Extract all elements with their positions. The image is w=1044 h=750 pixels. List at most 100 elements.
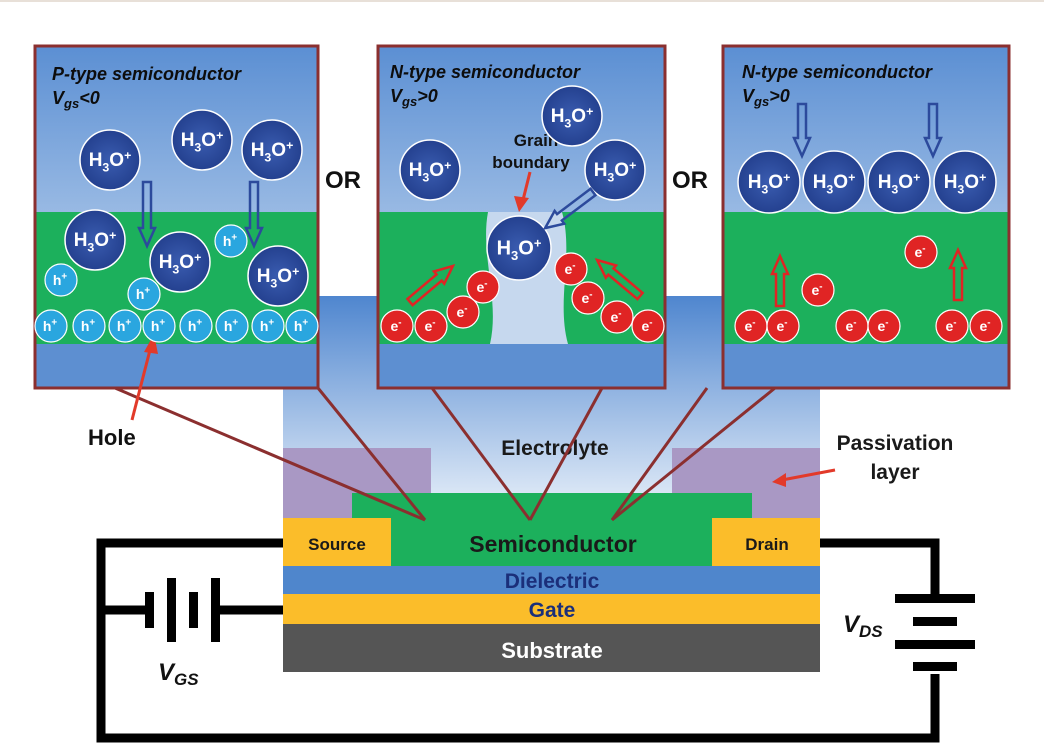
panel-3-ion-1-circle bbox=[737, 150, 801, 214]
panel-2-electron-3: e- bbox=[446, 295, 480, 329]
panel-1-ion-6-circle bbox=[247, 245, 309, 307]
vgs-battery bbox=[145, 578, 220, 642]
panel-1-hole-5: h+ bbox=[72, 309, 106, 343]
panel-1-ion-5: H3O+ bbox=[149, 231, 211, 293]
panel-1-hole-10: h+ bbox=[251, 309, 285, 343]
vds-plate-4 bbox=[913, 662, 957, 671]
panel-2-ion-2-label: H3O+ bbox=[551, 104, 594, 130]
source-label: Source bbox=[308, 535, 366, 554]
panel-3-ion-3-label: H3O+ bbox=[878, 170, 921, 196]
panel-2-electron-1: e- bbox=[380, 309, 414, 343]
panel-3-ion-4: H3O+ bbox=[933, 150, 997, 214]
panel-1-condition: Vgs<0 bbox=[52, 88, 100, 111]
drain-electrode bbox=[712, 518, 820, 566]
panel-1-border bbox=[33, 44, 320, 390]
vgs-label: VGS bbox=[158, 659, 199, 689]
panel-3-arrow-ion-1 bbox=[792, 102, 812, 160]
panel-2-electron-7-circle bbox=[600, 300, 634, 334]
panel-3-ion-2: H3O+ bbox=[802, 150, 866, 214]
panel-3-electron-1-circle bbox=[801, 273, 835, 307]
vds-label: VDS bbox=[843, 611, 883, 641]
panel-3-electron-7: e- bbox=[935, 309, 969, 343]
panel-2-dielectric bbox=[378, 344, 665, 388]
gate-label: Gate bbox=[529, 599, 576, 622]
panel-2-border bbox=[376, 44, 667, 390]
panel-3-electron-5: e- bbox=[835, 309, 869, 343]
panel-3-electron-6-circle bbox=[867, 309, 901, 343]
panel-3-electron-8: e- bbox=[969, 309, 1003, 343]
panel-1-ion-1-label: H3O+ bbox=[89, 148, 132, 174]
panel-2-electron-4: e- bbox=[466, 270, 500, 304]
panel-1-hole-6-circle bbox=[108, 309, 142, 343]
substrate-layer bbox=[283, 624, 820, 672]
panel-1-hole-1: h+ bbox=[44, 263, 78, 297]
vds-plate-1 bbox=[895, 594, 975, 603]
panel-1-hole-10-label: h+ bbox=[260, 317, 275, 334]
panel-1-ion-3-circle bbox=[241, 119, 303, 181]
panel-1-hole-3-label: h+ bbox=[223, 232, 238, 249]
panel-1-hole-1-label: h+ bbox=[53, 271, 68, 288]
panel-2-ion-3-circle bbox=[584, 139, 646, 201]
panel-1-hole-5-circle bbox=[72, 309, 106, 343]
panel-1-hole-9-circle bbox=[215, 309, 249, 343]
panel-2-electron-5-label: e- bbox=[564, 260, 575, 277]
panel-3-electron-2: e- bbox=[904, 235, 938, 269]
panel-3-electron-1-label: e- bbox=[811, 281, 822, 298]
panel-1-hole-7: h+ bbox=[142, 309, 176, 343]
panel-1-hole-10-circle bbox=[251, 309, 285, 343]
panel-3-ion-4-circle bbox=[933, 150, 997, 214]
panel-2-electron-2-circle bbox=[414, 309, 448, 343]
panel-2-electron-1-label: e- bbox=[390, 317, 401, 334]
electrolyte-label: Electrolyte bbox=[501, 437, 608, 460]
panel-1-hole-11-circle bbox=[285, 309, 319, 343]
panel-1-hole-4-circle bbox=[34, 309, 68, 343]
passivation-pointer-head bbox=[772, 473, 786, 487]
panel-2-ion-1-circle bbox=[399, 139, 461, 201]
panel-3-ion-3: H3O+ bbox=[867, 150, 931, 214]
panel-3-arrow-e-1 bbox=[770, 252, 790, 308]
panel-2-condition: Vgs>0 bbox=[390, 86, 438, 109]
panel-1-ion-6-label: H3O+ bbox=[257, 264, 300, 290]
grain-label-line2: boundary bbox=[492, 153, 570, 172]
or-label-2: OR bbox=[672, 167, 708, 194]
panel-3-electron-4: e- bbox=[766, 309, 800, 343]
panel-2-electron-7-label: e- bbox=[610, 308, 621, 325]
panel-3-arrow-e-2 bbox=[948, 246, 968, 302]
dielectric-layer bbox=[283, 566, 820, 594]
panel-1-ion-5-label: H3O+ bbox=[159, 250, 202, 276]
panel-1-hole-5-label: h+ bbox=[81, 317, 96, 334]
panel-2-electron-2-label: e- bbox=[424, 317, 435, 334]
panel-1-ion-6: H3O+ bbox=[247, 245, 309, 307]
panel-2-electron-2: e- bbox=[414, 309, 448, 343]
panel-3-ion-1: H3O+ bbox=[737, 150, 801, 214]
panel-2-electron-5-circle bbox=[554, 252, 588, 286]
panel-3-electron-1: e- bbox=[801, 273, 835, 307]
panel-3-electron-8-label: e- bbox=[979, 317, 990, 334]
panel-2-ion-2: H3O+ bbox=[541, 85, 603, 147]
panel-3-electron-4-label: e- bbox=[776, 317, 787, 334]
panel-1-title: P-type semiconductor bbox=[52, 64, 242, 84]
or-label-1: OR bbox=[325, 167, 361, 194]
panel-1-arrow-1 bbox=[137, 180, 157, 250]
passivation-label-line1: Passivation bbox=[837, 432, 954, 455]
panel-1-ion-4-label: H3O+ bbox=[74, 228, 117, 254]
panel-1-ion-5-circle bbox=[149, 231, 211, 293]
panel-1-hole-3-circle bbox=[214, 224, 248, 258]
particle-layer: H3O+H3O+H3O+H3O+H3O+H3O+h+h+h+h+h+h+h+h+… bbox=[34, 85, 1003, 343]
panel-1-ion-2-circle bbox=[171, 109, 233, 171]
panel-1-ion-3-label: H3O+ bbox=[251, 138, 294, 164]
panel-2-electron-3-label: e- bbox=[456, 303, 467, 320]
panel-1-hole-2-circle bbox=[127, 277, 161, 311]
grain-label-line1: Grain bbox=[514, 131, 558, 150]
panel-2-title: N-type semiconductor bbox=[390, 62, 581, 82]
panel-3-electron-2-circle bbox=[904, 235, 938, 269]
panel-3-electron-3: e- bbox=[734, 309, 768, 343]
panel-1-hole-2: h+ bbox=[127, 277, 161, 311]
panel-2-ion-1-label: H3O+ bbox=[409, 158, 452, 184]
panel-1-hole-11-label: h+ bbox=[294, 317, 309, 334]
panel-1-ion-3: H3O+ bbox=[241, 119, 303, 181]
grain-pointer bbox=[521, 171, 532, 201]
panel-1-hole-2-label: h+ bbox=[136, 285, 151, 302]
panel-3-electron-7-circle bbox=[935, 309, 969, 343]
